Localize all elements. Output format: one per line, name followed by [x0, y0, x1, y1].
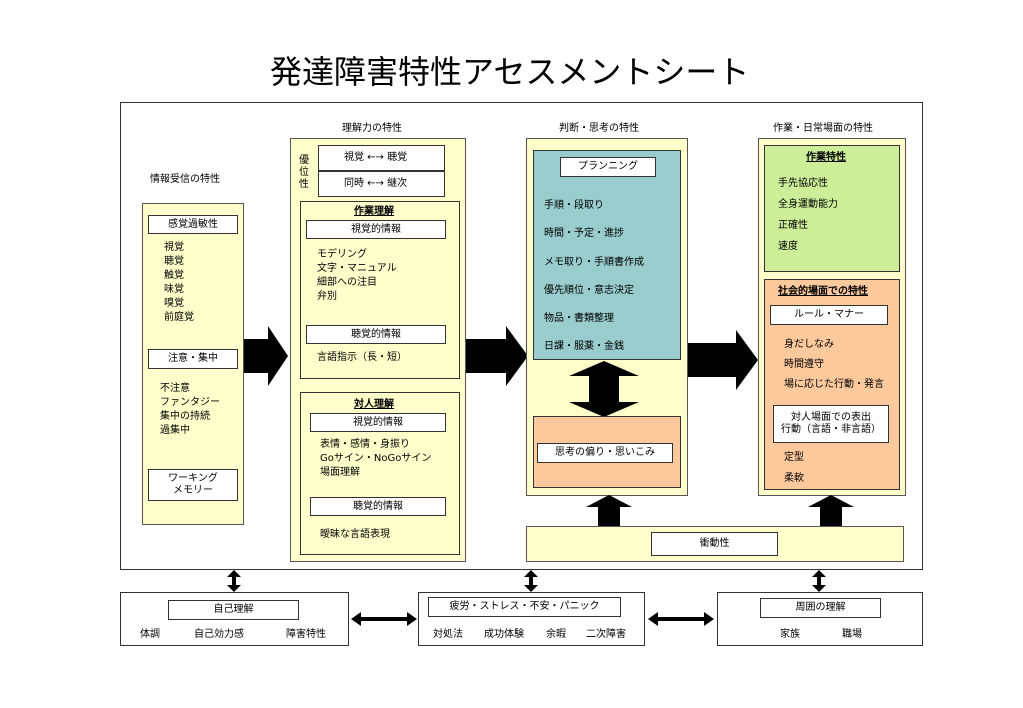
- sense-item: 前庭覚: [164, 312, 194, 323]
- stress-item: 成功体験: [484, 629, 524, 640]
- planning-label: プランニング: [560, 157, 656, 177]
- sense-item: 触覚: [164, 270, 184, 281]
- social-item: 時間遵守: [784, 359, 824, 370]
- dominance-side-label: 性: [299, 179, 309, 190]
- main-frame: [120, 102, 923, 570]
- surrounding-understanding-item: 職場: [842, 629, 862, 640]
- dominance-side-label: 位: [299, 167, 309, 178]
- planning-item: 物品・書類整理: [544, 313, 614, 324]
- task-comprehension-heading: 作業理解: [354, 206, 394, 217]
- dominance-simultaneous-sequential: [318, 171, 445, 197]
- interpersonal-visual-item: Goサイン・NoGoサイン: [320, 453, 432, 464]
- task-characteristics-item: 正確性: [778, 220, 808, 231]
- right-arrow-icon: [244, 326, 288, 386]
- interpersonal-auditory-item: 曖昧な言語表現: [320, 529, 390, 540]
- stress-box: [418, 592, 645, 646]
- bias-label: 思考の偏り・思いこみ: [537, 443, 673, 463]
- self-understanding-item: 体調: [140, 629, 160, 640]
- info-reception-heading: 情報受信の特性: [150, 174, 220, 185]
- comprehension-heading: 理解力の特性: [342, 123, 402, 134]
- vertical-double-arrow-icon: [227, 570, 241, 592]
- hypersensitivity-label: 感覚過敏性: [148, 215, 238, 234]
- stress-item: 対処法: [433, 629, 463, 640]
- interpersonal-comprehension-heading: 対人理解: [354, 399, 394, 410]
- surrounding-understanding-label: 周囲の理解: [760, 598, 881, 618]
- stress-item: 二次障害: [586, 629, 626, 640]
- sense-item: 聴覚: [164, 256, 184, 267]
- right-arrow-icon: [688, 330, 758, 390]
- task-characteristics-item: 速度: [778, 241, 798, 252]
- dominance-text: 視覚 ←→ 聴覚: [344, 152, 408, 163]
- double-vertical-arrow-icon: [569, 361, 639, 417]
- interpersonal-comprehension-box: [300, 392, 460, 555]
- social-item: 場に応じた行動・発言: [784, 379, 884, 390]
- interpersonal-expression-line: 行動（言語・非言語）: [781, 424, 881, 435]
- task-visual-item: 弁別: [317, 291, 337, 302]
- working-memory-line: メモリー: [173, 485, 213, 496]
- interpersonal-expression-label: 対人場面での表出 行動（言語・非言語）: [773, 405, 889, 443]
- task-visual-item: モデリング: [317, 249, 367, 260]
- self-understanding-label: 自己理解: [168, 600, 299, 620]
- social-item: 柔軟: [784, 473, 804, 484]
- self-understanding-item: 障害特性: [286, 629, 326, 640]
- task-characteristics-item: 手先協応性: [778, 178, 828, 189]
- dominance-text: 同時 ←→ 継次: [344, 178, 408, 189]
- interpersonal-visual-item: 表情・感情・身振り: [320, 439, 410, 450]
- interpersonal-visual-item: 場面理解: [320, 467, 360, 478]
- planning-item: 日課・服薬・金銭: [544, 341, 624, 352]
- dominance-visual-auditory: [318, 145, 445, 171]
- attention-item: 過集中: [160, 425, 190, 436]
- stress-item: 余暇: [546, 629, 566, 640]
- task-auditory-item: 言語指示（長・短）: [317, 352, 407, 363]
- sense-item: 味覚: [164, 284, 184, 295]
- up-arrow-icon: [586, 495, 632, 527]
- working-memory-line: ワーキング: [168, 473, 218, 484]
- planning-item: 時間・予定・進捗: [544, 228, 624, 239]
- attention-item: 集中の持続: [160, 411, 210, 422]
- attention-item: 不注意: [160, 383, 190, 394]
- working-memory-label: ワーキング メモリー: [148, 469, 238, 501]
- attention-label: 注意・集中: [148, 349, 238, 369]
- social-item: 身だしなみ: [784, 339, 834, 350]
- right-arrow-icon: [466, 326, 528, 386]
- self-understanding-box: [120, 592, 349, 646]
- dominance-side-label: 優: [299, 155, 309, 166]
- attention-item: ファンタジー: [160, 397, 220, 408]
- up-arrow-icon: [808, 495, 854, 527]
- impulsivity-label: 衝動性: [651, 532, 778, 556]
- surrounding-understanding-box: [717, 592, 923, 646]
- interpersonal-expression-line: 対人場面での表出: [791, 412, 871, 423]
- task-characteristics-item: 全身運動能力: [778, 199, 838, 210]
- vertical-double-arrow-icon: [812, 570, 826, 592]
- social-characteristics-heading: 社会的場面での特性: [778, 286, 868, 297]
- task-characteristics-box: [764, 145, 900, 272]
- planning-item: メモ取り・手順書作成: [544, 257, 644, 268]
- page-title: 発達障害特性アセスメントシート: [270, 53, 750, 91]
- interpersonal-auditory-label: 聴覚的情報: [310, 497, 446, 516]
- task-auditory-label: 聴覚的情報: [306, 325, 446, 344]
- task-characteristics-heading: 作業特性: [806, 152, 846, 163]
- task-visual-item: 文字・マニュアル: [317, 263, 397, 274]
- comprehension-panel: [290, 138, 466, 562]
- interpersonal-visual-label: 視覚的情報: [310, 413, 446, 432]
- sense-item: 嗅覚: [164, 298, 184, 309]
- daily-heading: 作業・日常場面の特性: [773, 123, 873, 134]
- planning-item: 優先順位・意志決定: [544, 285, 634, 296]
- horizontal-double-arrow-icon: [351, 612, 417, 626]
- stress-label: 疲労・ストレス・不安・パニック: [428, 597, 621, 617]
- planning-box: [533, 150, 681, 360]
- vertical-double-arrow-icon: [524, 570, 538, 592]
- surrounding-understanding-item: 家族: [780, 629, 800, 640]
- self-understanding-item: 自己効力感: [194, 629, 244, 640]
- task-visual-item: 細部への注目: [317, 277, 377, 288]
- task-comprehension-box: [300, 201, 460, 379]
- rules-label: ルール・マナー: [770, 305, 888, 325]
- social-item: 定型: [784, 452, 804, 463]
- sense-item: 視覚: [164, 242, 184, 253]
- planning-item: 手順・段取り: [544, 200, 604, 211]
- judgment-heading: 判断・思考の特性: [559, 123, 639, 134]
- horizontal-double-arrow-icon: [648, 612, 714, 626]
- task-visual-label: 視覚的情報: [306, 220, 446, 239]
